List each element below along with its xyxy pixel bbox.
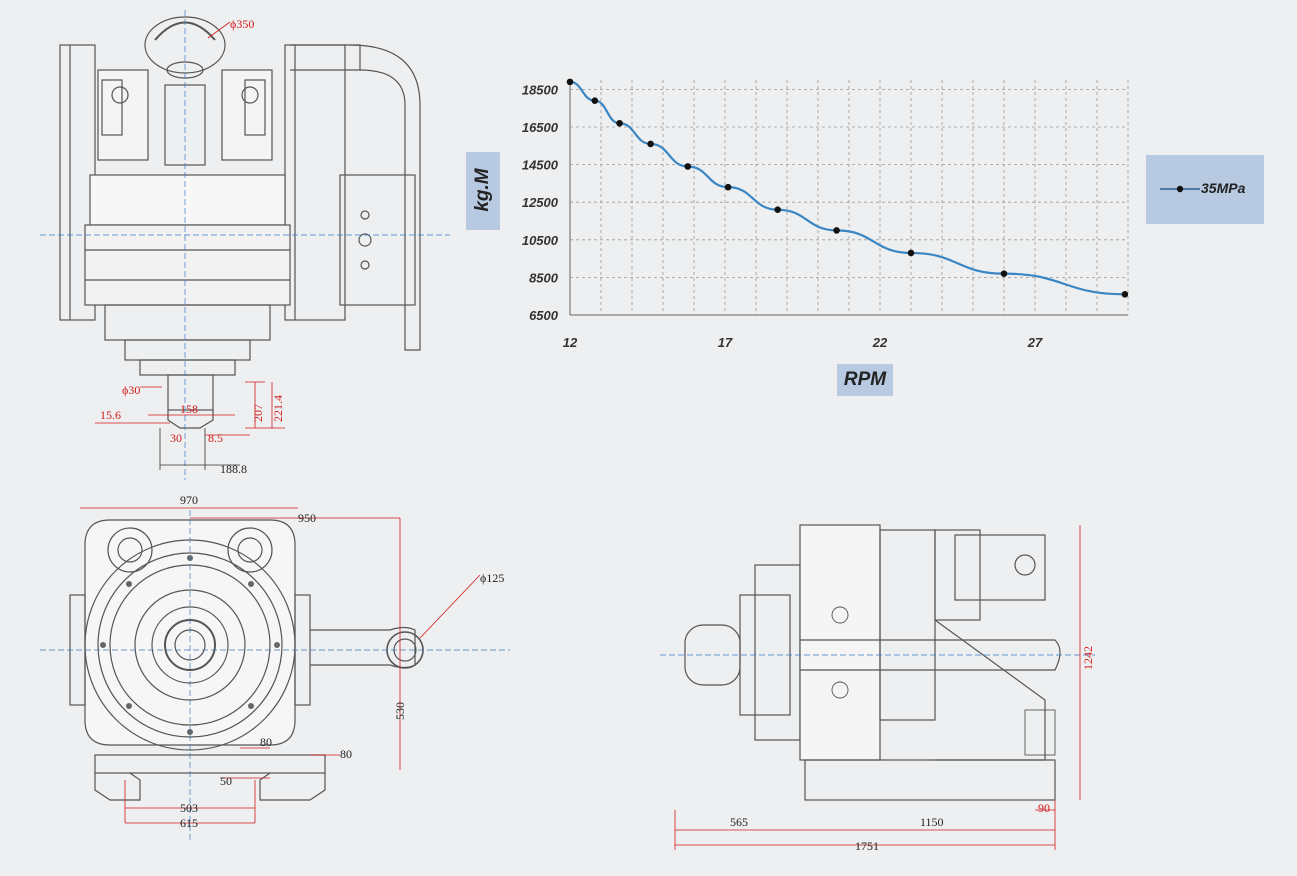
chart-grid: [569, 80, 1129, 316]
y-tick-label: 14500: [522, 158, 559, 173]
y-tick-label: 12500: [522, 195, 559, 210]
dim-158: 158: [180, 402, 198, 416]
y-tick-label: 16500: [522, 120, 559, 135]
y-tick-label: 18500: [522, 82, 559, 97]
dim-1751: 1751: [855, 839, 879, 853]
series-point: [1121, 291, 1129, 298]
dim-970: 970: [180, 493, 198, 507]
y-tick-label: 8500: [529, 270, 559, 285]
torque-rpm-chart: 18500 16500 14500 12500 10500 8500 6500 12 17 22…: [522, 78, 1129, 350]
dim-50: 50: [220, 774, 232, 788]
dim-80-a: 80: [260, 735, 272, 749]
chart-y-ticks: 18500 16500 14500 12500 10500 8500 6500: [522, 82, 559, 323]
series-point: [616, 119, 623, 127]
legend-line-icon: [1160, 185, 1200, 193]
y-axis-label-box: kg.M: [466, 152, 500, 230]
dim-1242: 1242: [1081, 646, 1095, 670]
series-point: [591, 97, 599, 104]
dim-565: 565: [730, 815, 748, 829]
dim-207: 207: [251, 404, 265, 422]
dim-615: 615: [180, 816, 198, 830]
x-tick-label: 22: [872, 335, 888, 350]
y-axis-label: kg.M: [472, 168, 493, 212]
dim-1150: 1150: [920, 815, 944, 829]
dim-shaft-diameter: ϕ30: [122, 383, 140, 397]
x-tick-label: 27: [1027, 335, 1043, 350]
series-point: [1000, 270, 1008, 277]
dim-8-5: 8.5: [208, 431, 223, 445]
x-axis-label: RPM: [837, 364, 893, 396]
x-tick-label: 12: [563, 335, 578, 350]
series-point: [566, 78, 574, 86]
x-tick-label: 17: [718, 335, 733, 350]
dim-950: 950: [298, 511, 316, 525]
dim-30: 30: [170, 431, 182, 445]
dim-530: 530: [393, 702, 407, 720]
front-view-drawing: 970 950 ϕ125 530 80 80 50 503 615: [40, 493, 510, 840]
dim-15-6: 15.6: [100, 408, 121, 422]
series-line: [569, 80, 1125, 296]
series-point: [774, 206, 781, 214]
series-point: [684, 163, 692, 170]
chart-series: [566, 78, 1129, 298]
legend-label: 35MPa: [1201, 180, 1246, 196]
dim-90: 90: [1038, 801, 1050, 815]
chart-legend: 35MPa: [1146, 155, 1264, 224]
series-point: [647, 140, 654, 148]
series-point: [907, 249, 915, 257]
top-view-drawing: ϕ350 ϕ30 158 207 221.4 15.6 8.5 30 188.8: [40, 10, 450, 480]
series-point: [833, 227, 840, 234]
dim-pipe-diameter: ϕ350: [230, 17, 254, 31]
chart-x-ticks: 12 17 22 27: [563, 335, 1043, 350]
dim-125: ϕ125: [480, 571, 504, 585]
series-point: [724, 183, 732, 191]
dim-221-4: 221.4: [271, 395, 285, 422]
y-tick-label: 6500: [529, 308, 559, 323]
dim-503: 503: [180, 801, 198, 815]
dim-80-b: 80: [340, 747, 352, 761]
dim-188-8: 188.8: [220, 462, 247, 476]
side-view-drawing: 1242 565 1150 90 1751: [660, 524, 1095, 853]
y-tick-label: 10500: [522, 233, 559, 248]
